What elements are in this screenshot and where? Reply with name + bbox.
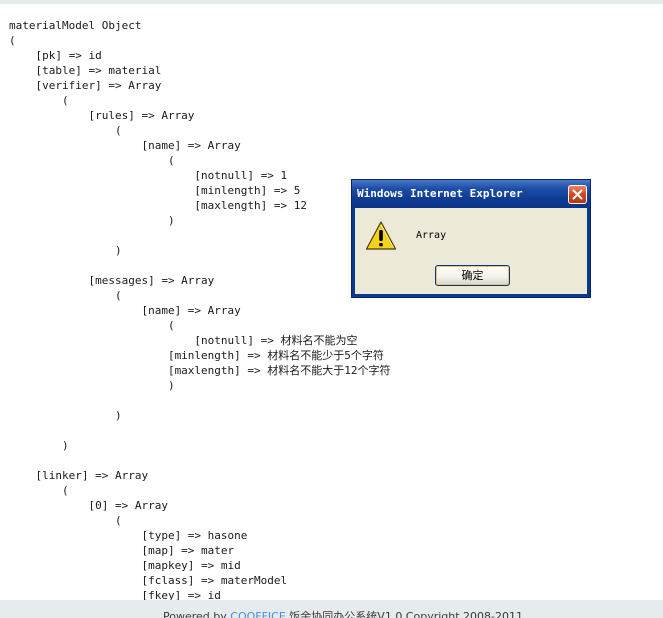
- close-icon: [572, 189, 583, 200]
- dump-line: (: [9, 484, 69, 497]
- dump-line: [verifier] => Array: [9, 79, 162, 92]
- dump-line: [mapkey] => mid: [9, 559, 241, 572]
- footer-brand-link[interactable]: COOFFICE: [230, 610, 286, 618]
- dump-line: [messages] => Array: [9, 274, 215, 287]
- dump-line: [0] => Array: [9, 499, 168, 512]
- footer: Powered by COOFFICE 饭余协同办公系统V1.0 Copyrig…: [0, 600, 663, 618]
- ok-button[interactable]: 确定: [435, 265, 510, 286]
- dump-line: [name] => Array: [9, 304, 241, 317]
- dump-line: (: [9, 319, 175, 332]
- dialog-message: Array: [416, 230, 447, 241]
- dump-line: ): [9, 244, 122, 257]
- alert-dialog: Windows Internet Explorer Array 确定: [351, 179, 591, 298]
- dump-line: [minlength] => 材料名不能少于5个字符: [9, 349, 384, 362]
- dump-line: (: [9, 34, 16, 47]
- dialog-titlebar[interactable]: Windows Internet Explorer: [352, 180, 590, 208]
- dump-line: materialModel Object: [9, 19, 142, 32]
- dump-line: [table] => material: [9, 64, 162, 77]
- dump-line: [fkey] => id: [9, 589, 221, 600]
- dump-line: [notnull] => 材料名不能为空: [9, 334, 358, 347]
- dump-line: [pk] => id: [9, 49, 102, 62]
- dump-line: ): [9, 214, 175, 227]
- dump-line: ): [9, 439, 69, 452]
- dump-line: [notnull] => 1: [9, 169, 288, 182]
- dump-line: [rules] => Array: [9, 109, 195, 122]
- dump-line: ): [9, 409, 122, 422]
- footer-prefix: Powered by: [163, 610, 231, 618]
- print-r-output: materialModel Object ( [pk] => id [table]…: [9, 18, 663, 600]
- dump-line: (: [9, 154, 175, 167]
- dump-line: (: [9, 124, 122, 137]
- dialog-title: Windows Internet Explorer: [357, 187, 523, 200]
- warning-icon: [365, 221, 397, 250]
- dump-line: (: [9, 514, 122, 527]
- dump-line: [maxlength] => 12: [9, 199, 308, 212]
- dialog-body: Array 确定: [355, 208, 587, 294]
- footer-suffix: 饭余协同办公系统V1.0 Copyright 2008-2011: [285, 610, 524, 618]
- dump-line: [minlength] => 5: [9, 184, 301, 197]
- dump-line: [type] => hasone: [9, 529, 248, 542]
- dump-line: (: [9, 94, 69, 107]
- dump-line: [map] => mater: [9, 544, 235, 557]
- dialog-close-button[interactable]: [568, 185, 587, 204]
- dump-line: ): [9, 379, 175, 392]
- dump-line: [name] => Array: [9, 139, 241, 152]
- top-bar: [0, 0, 663, 4]
- dump-line: [linker] => Array: [9, 469, 149, 482]
- dump-line: [maxlength] => 材料名不能大于12个字符: [9, 364, 391, 377]
- dump-line: [fclass] => materModel: [9, 574, 288, 587]
- dump-line: (: [9, 289, 122, 302]
- footer-text: Powered by COOFFICE 饭余协同办公系统V1.0 Copyrig…: [163, 609, 523, 618]
